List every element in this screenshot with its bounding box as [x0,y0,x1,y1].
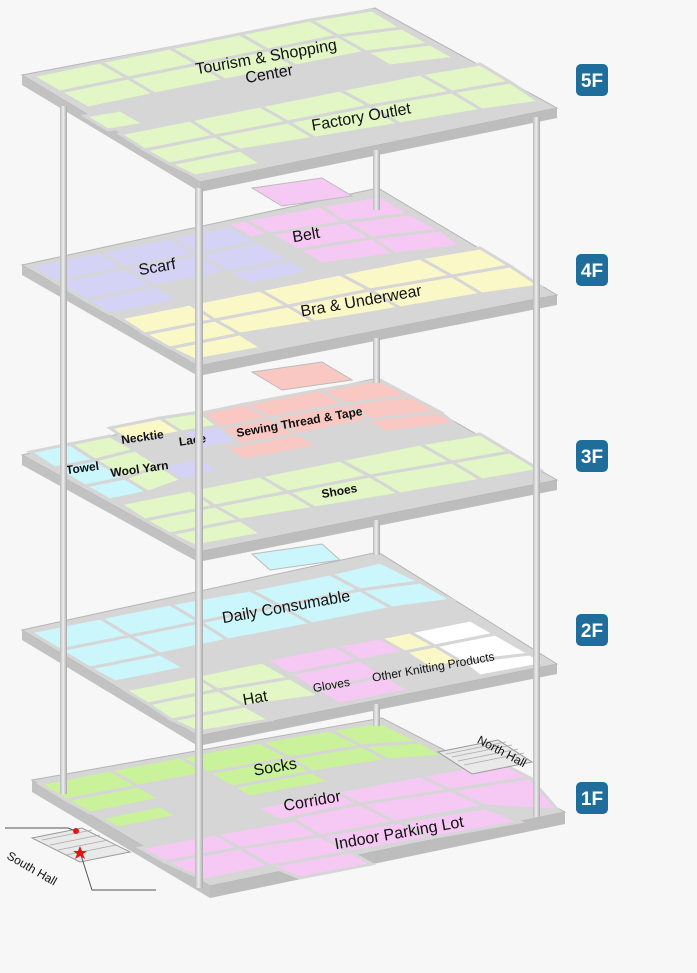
label-necktie: Necktie [120,427,165,447]
floor-tag-5f[interactable]: 5F [576,64,608,96]
knitting-zone [375,618,549,678]
floor-4f: Scarf Belt Bra & Underwear [20,177,559,376]
floor-2f: Daily Consumable Hat Gloves Other Knitti… [20,543,559,746]
pillar-front [195,188,203,888]
svg-text:5F: 5F [581,71,603,92]
parking-zone [135,760,562,882]
floor-3f: Necktie Lace Sewing Thread & Tape Towel … [20,361,559,562]
pillar-right [533,117,540,817]
label-gloves: Gloves [312,675,351,695]
label-hat: Hat [241,688,269,709]
gloves-zone [260,636,415,706]
hat-zone [120,660,325,734]
floor-tag-1f[interactable]: 1F [576,782,608,814]
svg-text:3F: 3F [581,447,603,468]
pillar-back-4f [373,150,380,210]
floor-1f: Socks Corridor Indoor Parking Lot North … [5,717,567,898]
scarf-zone [26,224,315,316]
floor-tag-3f[interactable]: 3F [576,440,608,472]
label-belt: Belt [291,225,322,247]
floor-tag-2f[interactable]: 2F [576,614,608,646]
label-scarf: Scarf [137,256,177,279]
floor-1f-slab-edge [32,780,210,898]
floor-5f-slab-edge [22,75,200,192]
daily-zone [25,560,457,684]
bra-zone [116,246,545,362]
svg-text:1F: 1F [581,789,603,810]
svg-text:4F: 4F [581,261,603,282]
pillar-back-2f [373,520,380,555]
shoes-zone [116,432,545,548]
belt-zone [200,194,466,266]
south-hall [5,827,156,891]
pillar-back-1f [373,704,380,726]
svg-text:2F: 2F [581,621,603,642]
label-south-hall: South Hall [5,849,60,889]
floor-tag-4f[interactable]: 4F [576,254,608,286]
entrance-marker [73,828,79,834]
north-hall [436,739,534,775]
label-towel: Towel [65,459,100,477]
factory-zone [80,62,545,178]
pillars [60,106,540,888]
entrance-star-icon [73,846,87,859]
pillar-back-3f [373,338,380,383]
floor-4f-slab-edge-right [198,295,557,376]
floor-5f: Tourism & Shopping Center Factory Outlet [20,7,559,192]
label-shoes: Shoes [320,481,358,501]
pillar-left [60,106,67,794]
tourism-zone [27,8,460,110]
